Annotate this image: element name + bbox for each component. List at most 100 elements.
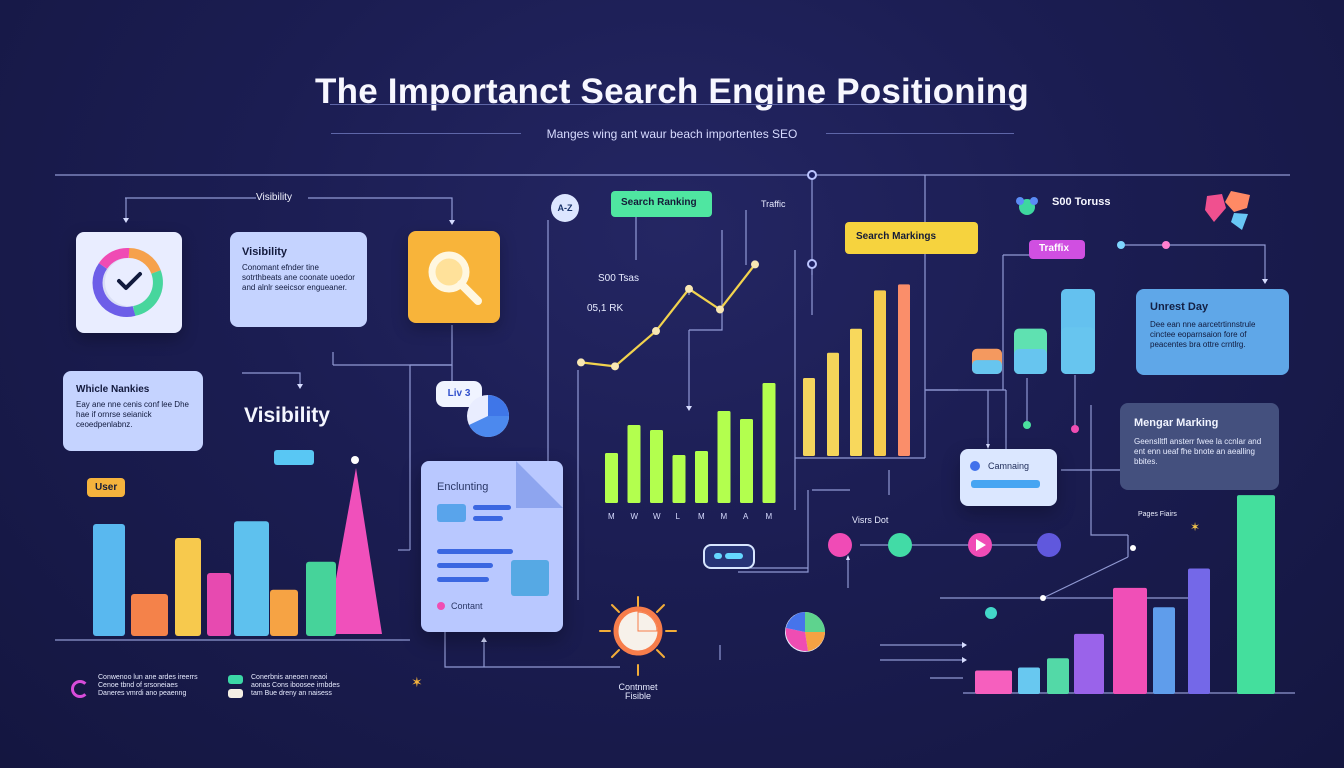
search-ranking-tag: Search Ranking (611, 191, 712, 217)
subtitle-line-left (331, 133, 521, 134)
gear-icon: ✶ (411, 674, 423, 690)
doc-bullet (437, 602, 445, 610)
left-bar (234, 521, 269, 636)
visibility-card: Visibility Conomant efnder tine sotrthbe… (230, 232, 367, 327)
left-bar (131, 594, 168, 636)
user-tag: User (87, 478, 126, 497)
green-bar-label: A (743, 512, 749, 521)
left-bar (175, 538, 201, 636)
traffic-top-label: Traffic (761, 199, 786, 209)
trend-point (751, 260, 759, 269)
manager-marking-text: Geenslltfl ansterr fwee la ccnlar and en… (1134, 437, 1262, 466)
whole-rankings-title: Whicle Nankies (76, 384, 150, 395)
yellow-bar (874, 290, 886, 456)
whole-rankings-text: Eay ane nne cenis conf lee Dhe hae if or… (76, 400, 189, 429)
title-divider (330, 104, 1014, 105)
value-label-2: 05,1 RK (587, 303, 624, 314)
unrest-day-title: Unrest Day (1150, 301, 1209, 313)
document-content-label: Contant (451, 601, 483, 611)
spark-icon: ✶ (1190, 520, 1201, 534)
yellow-bar (898, 284, 910, 456)
manager-marking-card: Mengar Marking Geenslltfl ansterr fwee l… (1120, 403, 1279, 490)
doc-thumb (437, 504, 466, 522)
green-bar (672, 455, 686, 503)
small-blue-chip (274, 450, 314, 465)
visibility-gauge-card (76, 232, 182, 333)
page-subtitle: Manges wing ant waur beach importentes S… (546, 127, 798, 141)
value-label-1: S00 Tsas (598, 273, 639, 284)
whole-rankings-card: Whicle Nankies Eay ane nne cenis conf le… (63, 371, 203, 451)
campaign-card: Camnaing (960, 449, 1057, 506)
green-bar (740, 419, 753, 503)
left-bar (93, 524, 125, 636)
nodes (351, 170, 1170, 619)
visibility-card-text: Conomant efnder tine sotrthbeats ane coo… (242, 263, 355, 292)
right-bar (1113, 587, 1147, 694)
green-bar-label: L (676, 512, 681, 521)
cylinder-bar-lower (1014, 349, 1047, 374)
right-bar (1188, 568, 1210, 694)
legend-square-icon (228, 675, 243, 684)
right-bar (1074, 633, 1104, 694)
monitor-icon (703, 544, 755, 569)
doc-line (473, 516, 503, 521)
unrest-day-card: Unrest Day Dee ean nne aarcetrtinnstrule… (1136, 289, 1289, 375)
right-bar (975, 670, 1012, 694)
green-bar (762, 383, 776, 503)
right-bar (1018, 667, 1040, 694)
trend-point (716, 305, 724, 314)
search-icon (428, 251, 482, 305)
green-bar (605, 453, 618, 503)
doc-line (437, 549, 513, 554)
document-title: Enclunting (437, 481, 489, 493)
green-bar-label: W (653, 512, 661, 521)
subtitle-line-right (826, 133, 1014, 134)
az-icon[interactable]: A-Z (551, 194, 579, 222)
green-bar (627, 425, 641, 503)
doc-line (437, 577, 489, 582)
right-bar (1237, 495, 1275, 694)
doc-line (437, 563, 493, 568)
legend-right-text: Conerbnis aneoen neaoi aonas Cons iboose… (251, 674, 340, 697)
legend-square-icon (228, 689, 243, 698)
yellow-bar (850, 328, 862, 456)
trend-line (580, 263, 756, 368)
green-bar (717, 411, 731, 503)
triangle-mark (326, 468, 382, 634)
green-bar (695, 451, 708, 503)
left-bar (207, 573, 231, 636)
trend-point (577, 358, 585, 367)
visibility-top-label: Visibility (256, 192, 292, 203)
visibility-card-title: Visibility (242, 246, 288, 258)
search-icon-card[interactable] (408, 231, 500, 323)
green-bar (650, 430, 663, 503)
cylinder-bar-lower (972, 360, 1002, 374)
unrest-day-text: Dee ean nne aarcetrtinnstrule cinctee eo… (1150, 320, 1256, 349)
green-bar-label: M (766, 512, 773, 521)
visibility-large-label: Visibility (244, 404, 330, 427)
right-bar (1047, 658, 1069, 694)
campaign-label: Camnaing (988, 461, 1030, 471)
visits-card-label: Visrs Dot (852, 515, 889, 525)
trend-point (611, 362, 619, 371)
doc-image (511, 560, 549, 596)
manager-marking-title: Mengar Marking (1134, 417, 1219, 429)
yellow-bar (803, 378, 815, 456)
left-bar (270, 589, 298, 636)
yellow-bar (827, 352, 839, 456)
search-markings-tag: Search Markings (845, 222, 978, 254)
cylinder-bar-lower (1061, 327, 1095, 374)
document-card: Enclunting Contant (421, 461, 563, 632)
green-bar-label: M (698, 512, 705, 521)
